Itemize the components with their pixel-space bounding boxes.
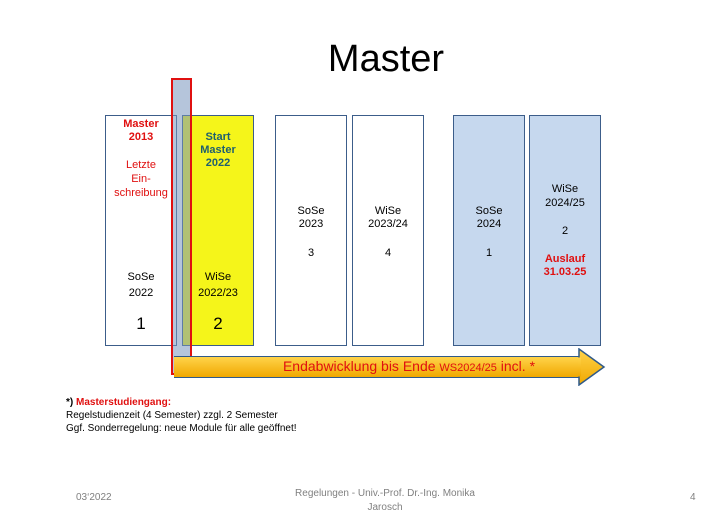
box-heading-line2: Master — [200, 144, 236, 156]
box-semester-line2: 2023 — [298, 218, 324, 230]
box-note-line1: Auslauf — [544, 253, 586, 265]
slide-title: Master — [327, 38, 445, 80]
phase-out-arrow-head — [578, 348, 606, 386]
box-semester-line1: WiSe — [204, 271, 232, 283]
box-number: 2 — [561, 225, 569, 237]
box-semester-line1: WiSe — [551, 183, 579, 195]
box-number: 1 — [136, 314, 146, 333]
box-semester-line2: 2022/23 — [198, 287, 238, 299]
footnote-line2: Ggf. Sonderregelung: neue Module für all… — [66, 423, 297, 434]
box-semester-line1: SoSe — [475, 205, 503, 217]
box-semester-line2: 2024 — [476, 218, 502, 230]
box-semester-line1: SoSe — [297, 205, 325, 217]
phase-out-arrow-body — [174, 356, 580, 378]
box-sub-line1: Letzte — [126, 159, 156, 171]
semester-box-wise-2024-25: WiSe 2024/25 2 Auslauf 31.03.25 — [529, 115, 601, 346]
box-number: 1 — [485, 247, 493, 259]
footnote-line1: Regelstudienzeit (4 Semester) zzgl. 2 Se… — [66, 410, 278, 421]
semester-box-sose-2022: Master 2013 Letzte Ein- schreibung SoSe … — [105, 115, 177, 346]
box-sub-line3: schreibung — [114, 187, 168, 199]
box-heading-line1: Master — [123, 118, 159, 130]
footer-center: Regelungen - Univ.-Prof. Dr.-Ing. Monika… — [250, 487, 520, 515]
footer-center-line2: Jarosch — [367, 502, 403, 513]
arrow-label-main: Endabwicklung bis Ende — [282, 358, 440, 374]
box-semester-line1: SoSe — [127, 271, 155, 283]
arrow-label-end: incl. * — [496, 358, 536, 374]
semester-box-wise-2022-23: Start Master 2022 WiSe 2022/23 2 — [182, 115, 254, 346]
semester-box-sose-2024: SoSe 2024 1 — [453, 115, 525, 346]
box-semester-line2: 2023/24 — [368, 218, 408, 230]
box-heading-line1: Start — [205, 131, 231, 143]
box-semester-line1: WiSe — [374, 205, 402, 217]
footnote-marker: *) — [66, 397, 74, 408]
footnote-heading: *) Masterstudiengang: — [66, 396, 171, 409]
box-heading-line2: 2013 — [128, 131, 154, 143]
semester-box-wise-2023-24: WiSe 2023/24 4 — [352, 115, 424, 346]
box-number: 3 — [307, 247, 315, 259]
box-number: 2 — [213, 314, 223, 333]
footnote-title: Masterstudiengang: — [76, 397, 172, 408]
box-semester-line2: 2022 — [128, 287, 154, 299]
box-number: 4 — [384, 247, 392, 259]
box-heading-line3: 2022 — [205, 157, 231, 169]
footer-page-number: 4 — [690, 492, 696, 503]
footer-date: 03‘2022 — [76, 492, 112, 503]
arrow-label-small: WS2024/25 — [439, 362, 497, 374]
semester-box-sose-2023: SoSe 2023 3 — [275, 115, 347, 346]
transition-highlight — [171, 78, 192, 375]
phase-out-arrow-label: Endabwicklung bis Ende WS2024/25 incl. * — [174, 358, 604, 374]
footer-center-line1: Regelungen - Univ.-Prof. Dr.-Ing. Monika — [295, 488, 475, 499]
box-note-line2: 31.03.25 — [543, 266, 587, 278]
box-sub-line2: Ein- — [131, 173, 151, 185]
box-semester-line2: 2024/25 — [545, 197, 585, 209]
